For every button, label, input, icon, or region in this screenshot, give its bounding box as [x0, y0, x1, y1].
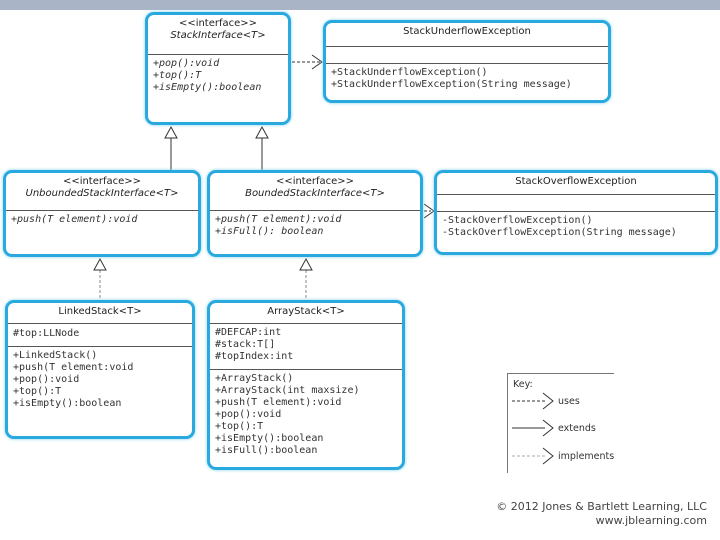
key-extends: extends [558, 423, 596, 434]
method: +push(T element):void [11, 214, 138, 225]
class-name: LinkedStack<T> [58, 306, 142, 317]
method: +pop():void [13, 374, 80, 385]
method: +top():T [13, 386, 62, 397]
method: +isFull(): boolean [215, 226, 324, 237]
method: +ArrayStack(int maxsize) [215, 385, 360, 396]
method: +pop():void [153, 58, 220, 69]
stereotype: <<interface>> [62, 176, 142, 187]
stack-overflow-exception-box: StackOverflowException -StackOverflowExc… [434, 170, 718, 255]
class-name: StackOverflowException [515, 176, 637, 187]
extends-triangle-unbounded [164, 125, 178, 139]
stereotype: <<interface>> [275, 176, 355, 187]
uses-arrowhead-underflow [311, 54, 323, 70]
stereotype: <<interface>> [178, 18, 258, 29]
method: +StackUnderflowException() [331, 67, 488, 78]
attribute: #stack:T[] [215, 339, 276, 350]
class-name: UnboundedStackInterface<T> [25, 188, 179, 199]
method: -StackOverflowException(String message) [442, 227, 677, 238]
legend-key: Key: uses extends implements [507, 373, 614, 473]
class-name: BoundedStackInterface<T> [245, 188, 385, 199]
class-name: StackUnderflowException [403, 26, 531, 37]
method: +top():T [153, 70, 202, 81]
class-name: StackInterface<T> [170, 30, 266, 41]
copyright-line: © 2012 Jones & Bartlett Learning, LLC [496, 500, 707, 513]
method: +isEmpty():boolean [153, 82, 262, 93]
method: +isFull():boolean [215, 445, 318, 456]
method: +StackUnderflowException(String message) [331, 79, 572, 90]
bounded-stack-interface-box: <<interface>> BoundedStackInterface<T> +… [207, 170, 423, 257]
attribute: #topIndex:int [215, 351, 294, 362]
method: +push(T element):void [215, 214, 342, 225]
key-implements: implements [558, 451, 615, 462]
method: +isEmpty():boolean [215, 433, 324, 444]
method: +top():T [215, 421, 264, 432]
class-name: ArrayStack<T> [267, 306, 345, 317]
method: -StackOverflowException() [442, 215, 593, 226]
unbounded-stack-interface-box: <<interface>> UnboundedStackInterface<T>… [3, 170, 201, 257]
top-bar [0, 0, 720, 10]
method: +LinkedStack() [13, 350, 98, 361]
linked-stack-box: LinkedStack<T> #top:LLNode +LinkedStack(… [5, 300, 195, 439]
key-uses: uses [558, 396, 580, 407]
array-stack-box: ArrayStack<T> #DEFCAP:int #stack:T[] #to… [207, 300, 405, 470]
method: +push(T element):void [215, 397, 342, 408]
method: +push(T element:void [13, 362, 134, 373]
key-title: Key: [513, 379, 533, 390]
stack-underflow-exception-box: StackUnderflowException +StackUnderflowE… [323, 20, 611, 103]
implements-triangle-array [299, 257, 313, 271]
method: +pop():void [215, 409, 282, 420]
attribute: #DEFCAP:int [215, 327, 282, 338]
attribute: #top:LLNode [13, 328, 80, 339]
implements-triangle-linked [93, 257, 107, 271]
extends-triangle-bounded [255, 125, 269, 139]
stack-interface-box: <<interface>> StackInterface<T> +pop():v… [145, 12, 291, 125]
method: +isEmpty():boolean [13, 398, 122, 409]
copyright-url: www.jblearning.com [595, 514, 707, 527]
method: +ArrayStack() [215, 373, 294, 384]
